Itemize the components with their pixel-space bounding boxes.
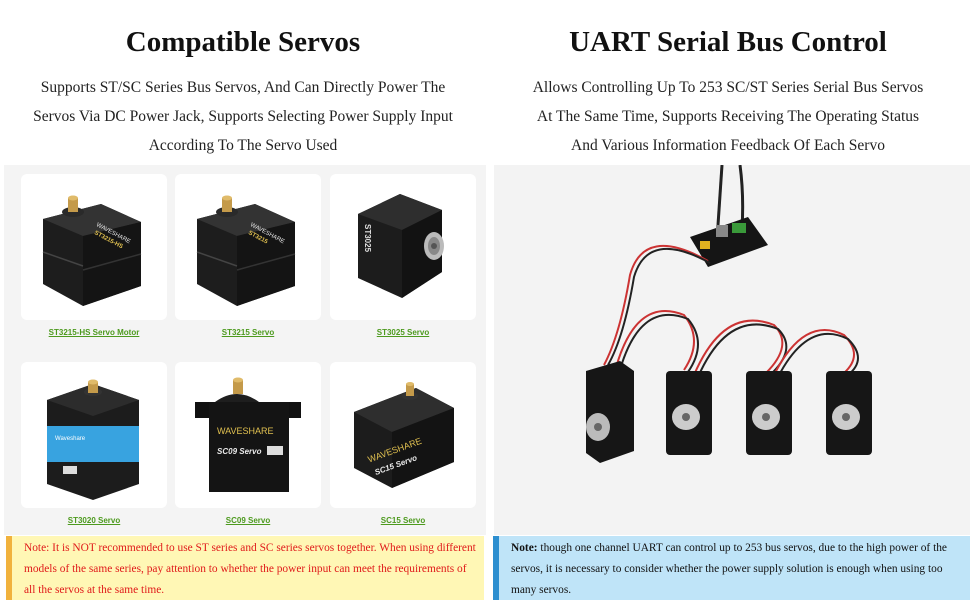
servo-card-st3020[interactable]: Waveshare xyxy=(21,362,167,508)
uart-control-title: UART Serial Bus Control xyxy=(569,26,887,58)
servo-model-text: SC09 Servo xyxy=(217,447,262,456)
servo-caption-st3215-hs[interactable]: ST3215-HS Servo Motor xyxy=(48,328,140,337)
servo-caption-sc09[interactable]: SC09 Servo xyxy=(225,516,271,525)
uart-control-description: Allows Controlling Up To 253 SC/ST Serie… xyxy=(486,73,970,160)
servo-chain-illustration xyxy=(586,165,872,463)
st3020-servo-image: Waveshare xyxy=(47,379,139,500)
servo-caption-sc15[interactable]: SC15 Servo xyxy=(380,516,426,525)
servo-card-sc09[interactable]: WAVESHARE SC09 Servo xyxy=(175,362,321,508)
servo-caption-st3020[interactable]: ST3020 Servo xyxy=(67,516,121,525)
st3215-hs-servo-image: WAVESHARE ST3215-HS xyxy=(42,195,142,306)
desc-line: Servos Via DC Power Jack, Supports Selec… xyxy=(33,108,453,125)
servo-model-text: ST3025 xyxy=(363,224,372,253)
servo-card-st3025[interactable]: ST3025 xyxy=(330,174,476,320)
compatible-servos-panel: Compatible Servos Supports ST/SC Series … xyxy=(0,26,486,160)
desc-line: Allows Controlling Up To 253 SC/ST Serie… xyxy=(532,79,924,96)
servo-card-st3215-hs[interactable]: WAVESHARE ST3215-HS xyxy=(21,174,167,320)
servo-bus-photo xyxy=(494,165,970,535)
left-note-text: Note: It is NOT recommended to use ST se… xyxy=(24,542,476,596)
servo-caption-st3215[interactable]: ST3215 Servo xyxy=(221,328,275,337)
desc-line: Supports ST/SC Series Bus Servos, And Ca… xyxy=(40,79,446,96)
servo-card-st3215[interactable]: WAVESHARE ST3215 xyxy=(175,174,321,320)
sc15-servo-image: WAVESHARE SC15 Servo xyxy=(354,382,454,488)
desc-line: According To The Servo Used xyxy=(148,137,338,154)
st3215-servo-image: WAVESHARE ST3215 xyxy=(196,195,296,306)
right-note-label: Note: xyxy=(511,542,538,554)
uart-control-panel: UART Serial Bus Control Allows Controlli… xyxy=(486,0,970,600)
servo-product-grid: WAVESHARE ST3215-HS ST3215-HS Servo Moto… xyxy=(4,165,486,535)
brand-text: Waveshare xyxy=(55,436,86,442)
compatible-servos-description: Supports ST/SC Series Bus Servos, And Ca… xyxy=(0,73,486,160)
desc-line: At The Same Time, Supports Receiving The… xyxy=(536,108,920,125)
right-note: Note: though one channel UART can contro… xyxy=(493,536,970,600)
left-note: Note: It is NOT recommended to use ST se… xyxy=(6,536,484,600)
desc-line: And Various Information Feedback Of Each… xyxy=(571,137,885,154)
brand-text: WAVESHARE xyxy=(217,426,274,436)
terminal-block-icon xyxy=(732,223,746,233)
servo-card-sc15[interactable]: WAVESHARE SC15 Servo xyxy=(330,362,476,508)
right-note-text: though one channel UART can control up t… xyxy=(511,542,947,596)
compatible-servos-title: Compatible Servos xyxy=(125,26,361,58)
sc09-servo-image: WAVESHARE SC09 Servo xyxy=(195,377,301,492)
servo-caption-st3025[interactable]: ST3025 Servo xyxy=(376,328,430,337)
st3025-servo-image: ST3025 xyxy=(358,194,444,298)
